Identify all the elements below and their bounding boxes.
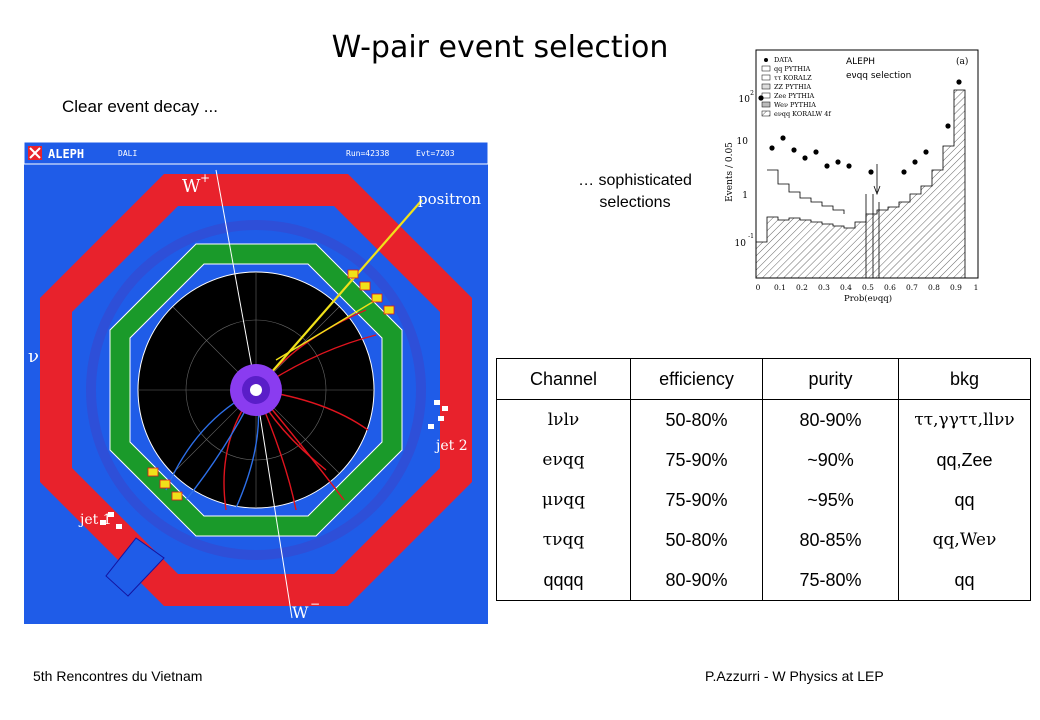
- cell-bkg: qq: [898, 560, 1031, 601]
- x-tick-labels: 0 0.1 0.2 0.3 0.4 0.5 0.6 0.7 0.8 0.9 1: [756, 283, 979, 292]
- cell-channel: τνqq: [496, 520, 631, 560]
- aleph-brand: ALEPH: [48, 147, 84, 161]
- legend-zz: ZZ PYTHIA: [774, 83, 811, 91]
- hist-experiment: ALEPH: [846, 57, 875, 67]
- y-tick-1: 1: [742, 191, 748, 201]
- x-tick-8: 0.8: [928, 283, 940, 292]
- x-tick-3: 0.3: [818, 283, 830, 292]
- legend-data: DATA: [774, 56, 793, 64]
- jet1-label: jet 1: [78, 512, 112, 528]
- event-display-graphic: ALEPH DALI Run=42338 Evt=7203: [24, 142, 488, 622]
- wplus-sup: +: [200, 171, 210, 185]
- histogram-graphic: DATA qq PYTHIA ττ KORALZ ZZ PYTHIA Zee P…: [725, 49, 979, 304]
- x-tick-4: 0.4: [840, 283, 852, 292]
- footer-author: P.Azzurri - W Physics at LEP: [705, 668, 884, 684]
- slide-title: W-pair event selection: [331, 30, 669, 65]
- x-tick-1: 0.1: [774, 283, 786, 292]
- positron-label: positron: [418, 190, 481, 208]
- run-number: Run=42338: [346, 149, 390, 158]
- cell-channel: qqqq: [496, 560, 631, 601]
- event-caption: Clear event decay ...: [62, 97, 218, 116]
- neutrino-label: ν: [28, 346, 39, 367]
- cell-efficiency: 75-90%: [630, 480, 763, 520]
- header-purity: purity: [762, 358, 899, 400]
- selection-table: Channel efficiency purity bkg lνlν 50-80…: [496, 358, 1031, 601]
- y-tick-01-exp: -1: [748, 233, 754, 240]
- table-header-row: Channel efficiency purity bkg: [496, 358, 1031, 400]
- cell-channel: μνqq: [496, 480, 631, 520]
- hist-xlabel: Prob(eνqq): [844, 293, 892, 304]
- x-tick-0: 0: [756, 283, 761, 292]
- cell-bkg: qq: [898, 480, 1031, 520]
- header-efficiency: efficiency: [630, 358, 763, 400]
- jet1-arrow: [105, 537, 165, 597]
- y-tick-10: 10: [737, 137, 749, 147]
- table-row: eνqq 75-90% ~90% qq,Zee: [496, 440, 1031, 480]
- table-row: τνqq 50-80% 80-85% qq,Weν: [496, 520, 1031, 560]
- y-tick-01: 10: [735, 239, 747, 249]
- jet2-label: jet 2: [434, 438, 468, 454]
- cell-purity: 75-80%: [762, 560, 899, 601]
- header-channel: Channel: [496, 358, 631, 400]
- legend-qq: qq PYTHIA: [774, 65, 811, 73]
- cell-bkg: ττ,γγττ,llνν: [898, 399, 1031, 440]
- selection-caption-line2: selections: [599, 194, 671, 211]
- probability-histogram: DATA qq PYTHIA ττ KORALZ ZZ PYTHIA Zee P…: [708, 42, 990, 304]
- cell-efficiency: 50-80%: [630, 399, 763, 440]
- cell-channel: eνqq: [496, 440, 631, 480]
- x-tick-7: 0.7: [906, 283, 918, 292]
- x-tick-9: 0.9: [950, 283, 962, 292]
- event-display: ALEPH DALI Run=42338 Evt=7203: [24, 142, 488, 624]
- x-tick-10: 1: [974, 283, 979, 292]
- hist-panel-tag: (a): [956, 56, 968, 67]
- table-row: qqqq 80-90% 75-80% qq: [496, 560, 1031, 601]
- cell-channel: lνlν: [496, 399, 631, 440]
- event-number: Evt=7203: [416, 149, 455, 158]
- legend-wenu: Weν PYTHIA: [774, 101, 816, 109]
- header-bkg: bkg: [898, 358, 1031, 400]
- cell-purity: ~90%: [762, 440, 899, 480]
- aleph-logo-icon: [28, 146, 42, 160]
- wminus-sup: −: [310, 597, 320, 611]
- cell-efficiency: 75-90%: [630, 440, 763, 480]
- cell-purity: ~95%: [762, 480, 899, 520]
- y-tick-100-exp: 2: [750, 90, 754, 97]
- hist-ylabel: Events / 0.05: [725, 142, 735, 202]
- dali-label: DALI: [118, 149, 137, 158]
- wminus-label: W: [292, 603, 309, 622]
- cell-efficiency: 80-90%: [630, 560, 763, 601]
- table-row: lνlν 50-80% 80-90% ττ,γγττ,llνν: [496, 399, 1031, 440]
- legend-tautau: ττ KORALZ: [774, 74, 812, 82]
- hist-selection: eνqq selection: [846, 71, 911, 81]
- x-tick-5: 0.5: [862, 283, 874, 292]
- x-tick-6: 0.6: [884, 283, 896, 292]
- table-row: μνqq 75-90% ~95% qq: [496, 480, 1031, 520]
- cell-purity: 80-85%: [762, 520, 899, 560]
- wplus-label: W: [182, 176, 201, 197]
- cell-efficiency: 50-80%: [630, 520, 763, 560]
- footer-conference: 5th Rencontres du Vietnam: [33, 668, 203, 684]
- selection-caption-line1: … sophisticated: [578, 172, 692, 189]
- data-points: [758, 79, 962, 175]
- cell-bkg: qq,Weν: [898, 520, 1031, 560]
- cell-bkg: qq,Zee: [898, 440, 1031, 480]
- legend-zee: Zee PYTHIA: [774, 92, 815, 100]
- selection-caption: … sophisticated selections: [560, 170, 710, 214]
- y-tick-100: 10: [739, 95, 751, 105]
- cell-purity: 80-90%: [762, 399, 899, 440]
- legend-enuqq: eνqq KORALW 4f: [774, 110, 831, 118]
- x-tick-2: 0.2: [796, 283, 808, 292]
